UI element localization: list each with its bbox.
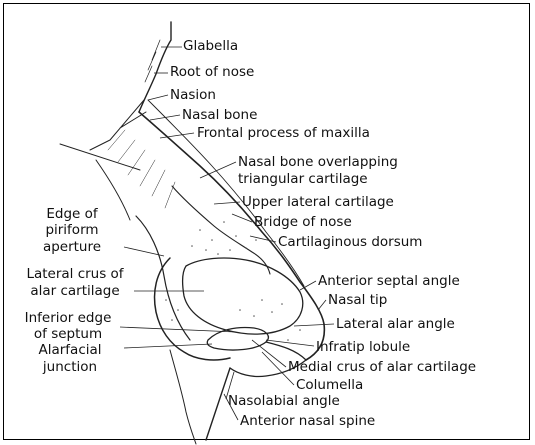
bone-hatching [108,130,175,208]
label-glabella: Glabella [183,38,238,54]
label-infratip-lobule: Infratip lobule [316,339,410,355]
label-alarfacial-line1: Alarfacial [20,342,120,358]
label-lateral-crus-line2: alar cartilage [14,283,136,299]
nasal-bone-outline [90,100,146,150]
label-nasion: Nasion [170,87,216,103]
lateral-crus-outline [183,258,303,334]
label-lateral-crus-line1: Lateral crus of [14,266,136,282]
label-cartilaginous-dorsum: Cartilaginous dorsum [278,234,422,250]
label-nasolabial-angle: Nasolabial angle [228,393,340,409]
label-anterior-nasal-spine: Anterior nasal spine [240,413,375,429]
label-edge-of-piriform-line3: aperture [22,239,122,255]
label-alarfacial-line2: junction [20,359,120,375]
label-bridge-of-nose: Bridge of nose [254,214,352,230]
label-edge-of-piriform-line2: piriform [22,222,122,238]
label-columella: Columella [296,377,363,393]
label-frontal-process-of-maxilla: Frontal process of maxilla [197,125,370,141]
label-upper-lateral-cartilage: Upper lateral cartilage [242,194,394,210]
label-nasal-bone-overlapping-line2: triangular cartilage [238,171,368,187]
upper-lip-profile [206,368,230,440]
label-nasal-bone-overlapping-line1: Nasal bone overlapping [238,154,398,170]
label-nasal-tip: Nasal tip [328,292,387,308]
label-nasal-bone: Nasal bone [182,107,257,123]
label-lateral-alar-angle: Lateral alar angle [336,316,455,332]
label-inferior-edge-line1: Inferior edge [18,310,118,326]
label-anterior-septal-angle: Anterior septal angle [318,273,460,289]
cheek-profile [170,350,196,444]
label-root-of-nose: Root of nose [170,64,254,80]
piriform-edge [136,216,190,340]
label-medial-crus: Medial crus of alar cartilage [288,359,476,375]
label-edge-of-piriform-line1: Edge of [22,206,122,222]
forehead-hatching [145,40,160,82]
label-inferior-edge-line2: of septum [18,326,118,342]
